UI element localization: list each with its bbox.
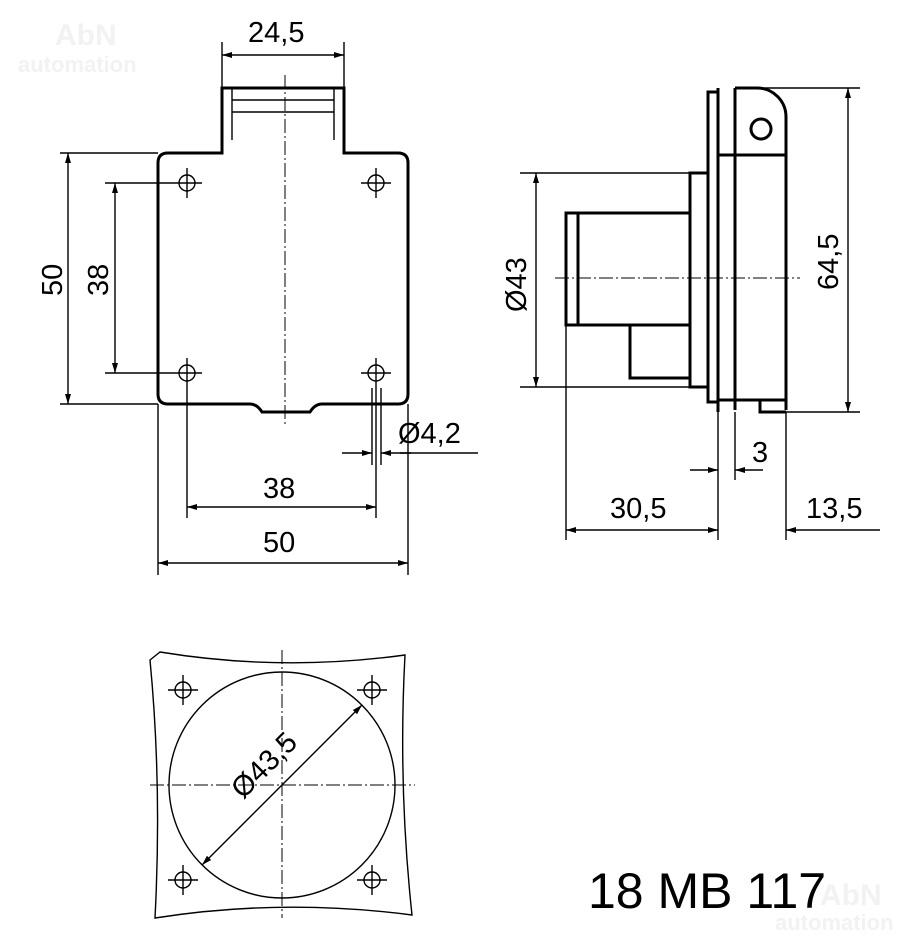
dim-depth-front: 13,5 <box>806 493 862 525</box>
side-view: 64,5 Ø43 3 30,5 13,5 <box>501 86 880 540</box>
watermark-top-left: AbN automation <box>18 19 137 77</box>
dim-depth-back: 30,5 <box>610 493 666 525</box>
svg-text:automation: automation <box>775 910 894 935</box>
dim-hole-horizontal: 38 <box>263 473 295 505</box>
mounting-holes <box>172 168 391 388</box>
dim-side-diameter: Ø43 <box>501 257 533 312</box>
svg-text:AbN: AbN <box>820 879 882 912</box>
part-number: 18 MB 117 <box>588 863 826 919</box>
dim-cutout-diameter: Ø43,5 <box>225 726 303 804</box>
dim-height: 50 <box>37 264 69 296</box>
svg-text:AbN: AbN <box>55 19 117 52</box>
dim-hole-vertical: 38 <box>83 264 115 296</box>
dim-side-height: 64,5 <box>813 234 845 290</box>
watermark-bottom-right: AbN automation <box>775 879 894 935</box>
dim-flange: 3 <box>752 437 768 469</box>
front-view: 24,5 50 38 38 50 Ø4,2 <box>37 17 478 575</box>
dim-width: 50 <box>263 527 295 559</box>
dim-tab-width: 24,5 <box>248 17 304 49</box>
dim-hole-diameter: Ø4,2 <box>398 418 461 450</box>
cutout-view: Ø43,5 <box>149 650 415 919</box>
svg-text:automation: automation <box>18 52 137 77</box>
